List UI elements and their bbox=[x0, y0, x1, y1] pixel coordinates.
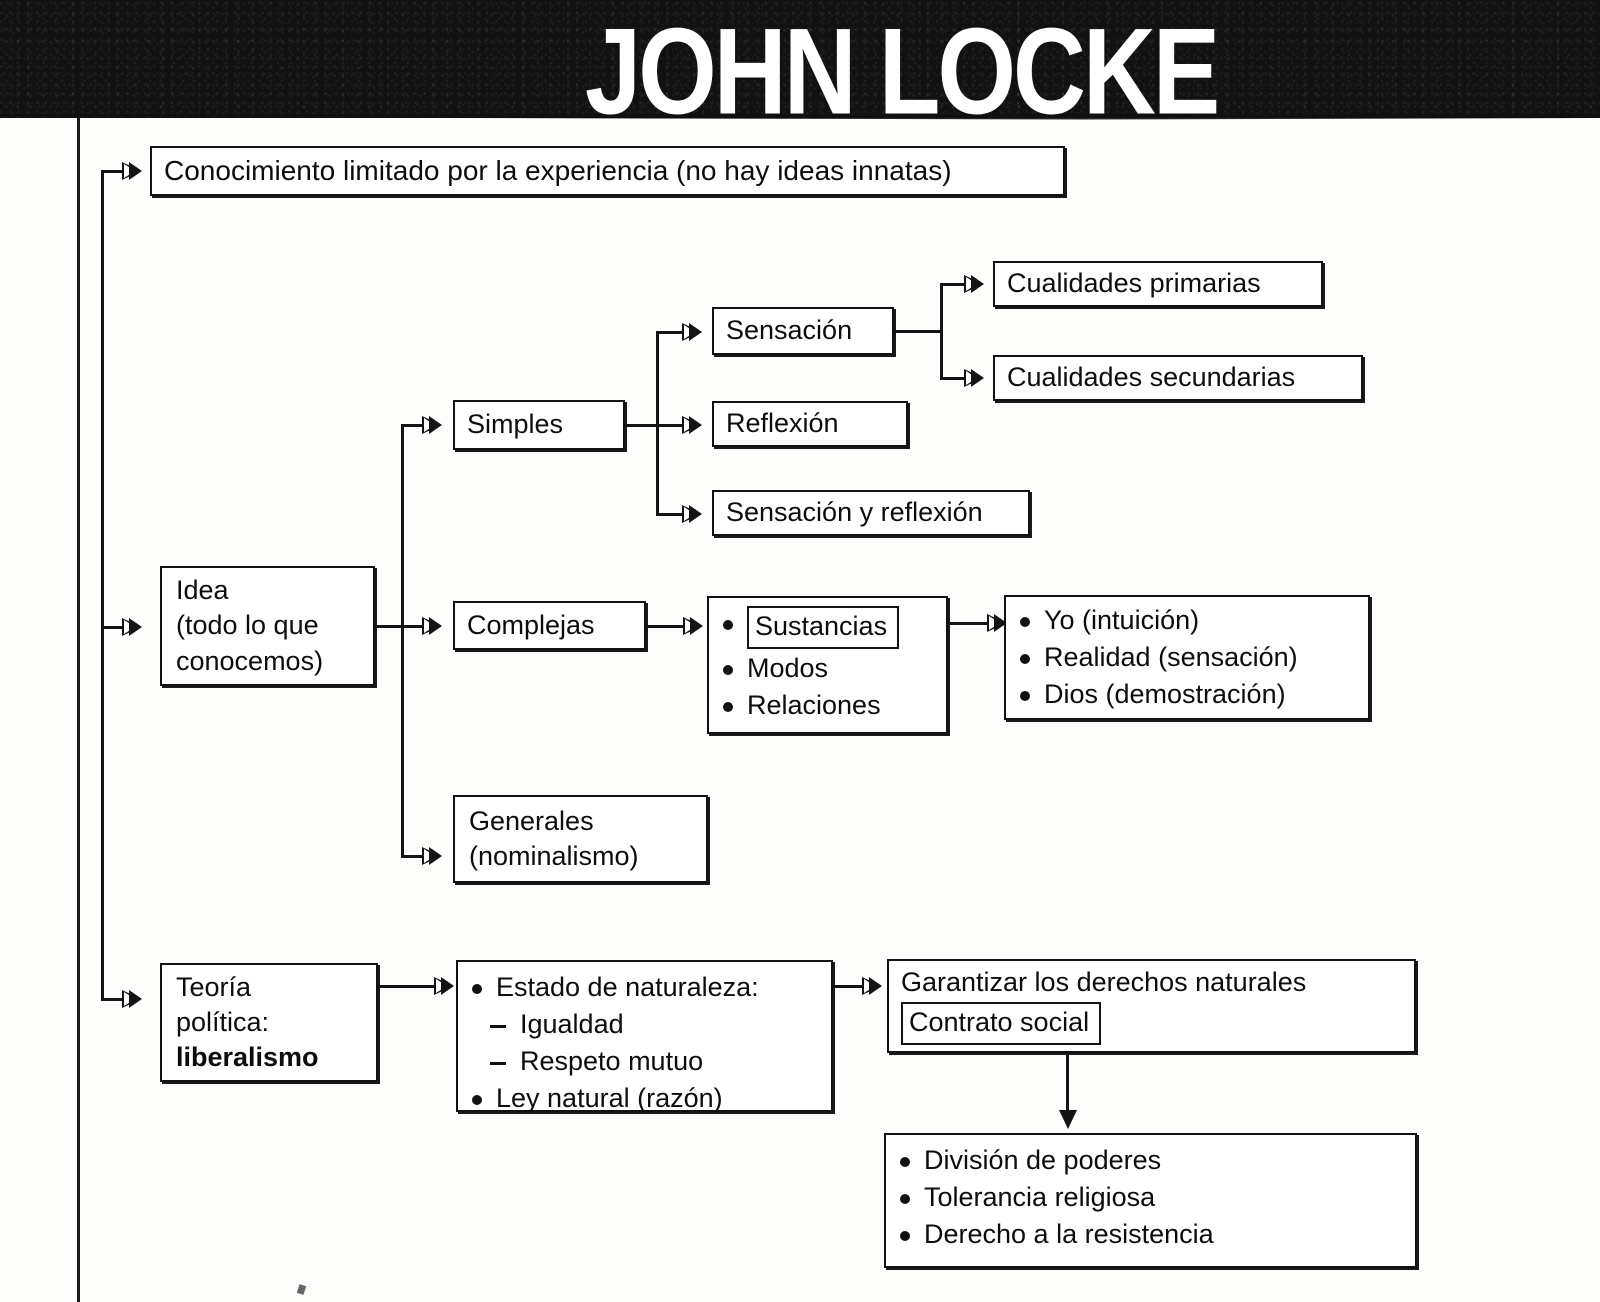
resultados-list: División de poderes Tolerancia religiosa… bbox=[896, 1143, 1405, 1252]
list-item-division-poderes: División de poderes bbox=[896, 1143, 1405, 1178]
node-garantizar-label: Garantizar los derechos naturales bbox=[901, 967, 1307, 997]
connector-sustancias-to-yo bbox=[948, 622, 992, 625]
connector-complejas-to-sustancias bbox=[646, 625, 688, 628]
arrow-root-to-conocimiento bbox=[122, 162, 142, 180]
arrow-sensacion-to-primarias bbox=[964, 275, 984, 293]
node-resultados[interactable]: División de poderes Tolerancia religiosa… bbox=[884, 1133, 1417, 1268]
arrow-complejas-to-sustancias bbox=[683, 617, 703, 635]
arrow-root-to-teoria bbox=[122, 990, 142, 1008]
node-conocimiento[interactable]: Conocimiento limitado por la experiencia… bbox=[150, 146, 1065, 196]
list-item-tolerancia-religiosa: Tolerancia religiosa bbox=[896, 1180, 1405, 1215]
list-item-respeto-mutuo: Respeto mutuo bbox=[468, 1044, 821, 1079]
arrow-root-to-idea bbox=[122, 618, 142, 636]
node-teoria-line-3: liberalismo bbox=[176, 1042, 319, 1073]
sensacion-fanout-vertical-line bbox=[940, 284, 943, 379]
list-item-igualdad: Igualdad bbox=[468, 1007, 821, 1042]
node-simples-label: Simples bbox=[467, 409, 564, 440]
arrow-idea-to-complejas bbox=[422, 617, 442, 635]
node-conocimiento-label: Conocimiento limitado por la experiencia… bbox=[164, 154, 952, 186]
node-estado-naturaleza[interactable]: Estado de naturaleza: Igualdad Respeto m… bbox=[456, 960, 833, 1113]
header-band bbox=[0, 0, 1600, 118]
connector-idea-stub bbox=[375, 625, 403, 628]
node-garantizar[interactable]: Garantizar los derechos naturales Contra… bbox=[887, 959, 1416, 1053]
trunk-vertical-line bbox=[101, 172, 104, 1000]
arrow-garantizar-to-resultados bbox=[1059, 1110, 1077, 1129]
node-sustancias-items[interactable]: Yo (intuición) Realidad (sensación) Dios… bbox=[1004, 595, 1370, 720]
connector-simples-to-sensacion-reflexion bbox=[656, 513, 686, 516]
complejas-items-list: Sustancias Modos Relaciones bbox=[719, 606, 936, 723]
connector-simples-stub bbox=[625, 424, 658, 427]
connector-teoria-to-estado bbox=[378, 985, 439, 988]
connector-simples-to-reflexion bbox=[656, 424, 686, 427]
node-contrato-social[interactable]: Contrato social bbox=[901, 1002, 1102, 1046]
connector-estado-to-garantizar bbox=[833, 985, 875, 988]
node-teoria-politica[interactable]: Teoría política: liberalismo bbox=[160, 963, 378, 1082]
list-item-yo: Yo (intuición) bbox=[1016, 603, 1358, 638]
node-idea-line-2: (todo lo que bbox=[176, 610, 319, 641]
sustancias-items-list: Yo (intuición) Realidad (sensación) Dios… bbox=[1016, 603, 1358, 712]
node-teoria-line-2: política: bbox=[176, 1006, 270, 1037]
list-item-estado-naturaleza: Estado de naturaleza: bbox=[468, 970, 821, 1005]
arrow-idea-to-generales bbox=[422, 847, 442, 865]
connector-sensacion-to-primarias bbox=[940, 283, 968, 286]
list-item-dios: Dios (demostración) bbox=[1016, 677, 1358, 712]
node-idea[interactable]: Idea (todo lo que conocemos) bbox=[160, 566, 375, 686]
list-item-realidad: Realidad (sensación) bbox=[1016, 640, 1358, 675]
node-reflexion[interactable]: Reflexión bbox=[712, 401, 908, 447]
node-idea-line-3: conocemos) bbox=[176, 645, 324, 676]
list-item-derecho-resistencia: Derecho a la resistencia bbox=[896, 1217, 1405, 1252]
node-generales-line-2: (nominalismo) bbox=[469, 841, 639, 871]
node-cualidades-primarias-label: Cualidades primarias bbox=[1007, 268, 1261, 299]
scan-speck bbox=[296, 1284, 307, 1295]
node-sensacion-y-reflexion-label: Sensación y reflexión bbox=[726, 497, 983, 528]
list-item-sustancias[interactable]: Sustancias bbox=[719, 606, 936, 650]
connector-sensacion-stub bbox=[894, 330, 942, 333]
page-left-rule bbox=[77, 118, 80, 1302]
connector-root-to-teoria bbox=[101, 998, 123, 1001]
node-cualidades-primarias[interactable]: Cualidades primarias bbox=[993, 261, 1323, 307]
node-reflexion-label: Reflexión bbox=[726, 408, 839, 439]
connector-root-to-conocimiento bbox=[101, 170, 123, 173]
arrow-sensacion-to-secundarias bbox=[964, 369, 984, 387]
arrow-estado-to-garantizar bbox=[862, 977, 882, 995]
arrow-simples-to-reflexion bbox=[682, 416, 702, 434]
arrow-simples-to-sensacion-reflexion bbox=[682, 505, 702, 523]
connector-idea-to-generales bbox=[401, 855, 423, 858]
idea-fanout-vertical-line bbox=[401, 425, 404, 857]
list-item-relaciones: Relaciones bbox=[719, 688, 936, 723]
estado-naturaleza-list: Estado de naturaleza: Igualdad Respeto m… bbox=[468, 970, 821, 1116]
node-teoria-line-1: Teoría bbox=[176, 971, 252, 1002]
node-complejas-items[interactable]: Sustancias Modos Relaciones bbox=[707, 596, 948, 734]
simples-fanout-vertical-line bbox=[656, 332, 659, 515]
node-idea-line-1: Idea bbox=[176, 575, 229, 606]
node-generales[interactable]: Generales (nominalismo) bbox=[453, 795, 708, 883]
node-complejas[interactable]: Complejas bbox=[453, 601, 646, 650]
connector-idea-to-complejas bbox=[401, 625, 423, 628]
connector-root-to-idea bbox=[101, 626, 123, 629]
connector-idea-to-simples bbox=[401, 424, 423, 427]
node-sensacion[interactable]: Sensación bbox=[712, 307, 894, 355]
sustancias-inner-box: Sustancias bbox=[747, 606, 900, 650]
node-sensacion-y-reflexion[interactable]: Sensación y reflexión bbox=[712, 490, 1030, 536]
node-simples[interactable]: Simples bbox=[453, 400, 625, 450]
connector-sensacion-to-secundarias bbox=[940, 377, 968, 380]
node-generales-line-1: Generales bbox=[469, 805, 594, 836]
arrow-idea-to-simples bbox=[422, 416, 442, 434]
arrow-teoria-to-estado bbox=[434, 977, 454, 995]
node-cualidades-secundarias-label: Cualidades secundarias bbox=[1007, 362, 1296, 393]
node-cualidades-secundarias[interactable]: Cualidades secundarias bbox=[993, 355, 1363, 401]
node-complejas-label: Complejas bbox=[467, 609, 595, 640]
connector-simples-to-sensacion bbox=[656, 331, 686, 334]
list-item-modos: Modos bbox=[719, 651, 936, 686]
node-sensacion-label: Sensación bbox=[726, 315, 853, 346]
connector-garantizar-to-resultados bbox=[1066, 1053, 1069, 1125]
arrow-simples-to-sensacion bbox=[682, 323, 702, 341]
list-item-ley-natural: Ley natural (razón) bbox=[468, 1081, 821, 1116]
arrow-sustancias-to-yo bbox=[987, 614, 1007, 632]
